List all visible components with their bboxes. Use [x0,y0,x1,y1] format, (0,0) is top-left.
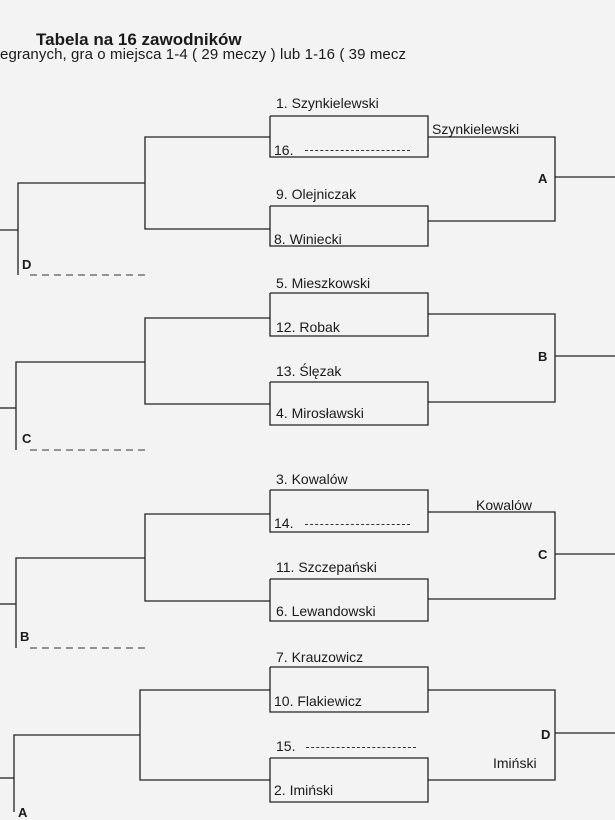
winner-line-2 [428,313,556,403]
match-box-6 [269,578,429,622]
player-2-top: 9. Olejniczak [276,186,357,202]
winner-code-c: C [538,547,548,562]
pair-line-2 [144,317,270,405]
winner-line-3 [428,511,556,600]
empty-slot-line [305,524,410,525]
player-5-bottom: 14. [274,515,294,531]
empty-slot-line [306,747,416,748]
sheet-title: Tabela na 16 zawodników [36,30,242,49]
pair-line-4 [139,689,270,781]
pair-line-1 [144,136,270,230]
loser-code-a: A [18,805,28,820]
empty-slot-line [305,150,410,151]
winner-name-3: Kowalów [476,497,533,513]
winner-line-4 [428,689,556,781]
loser-code-d: D [22,257,32,272]
sheet-subtitle: egranych, gra o miejsca 1-4 ( 29 meczy )… [0,46,407,63]
match-box-3 [269,292,429,337]
winner-code-b: B [538,349,548,364]
loser-line-1 [17,182,145,275]
match-box-2 [269,205,429,247]
loser-code-c: C [22,431,32,446]
player-8-top: 15. [276,738,296,754]
winner-line-1 [428,136,556,222]
player-1-top: 1. Szynkielewski [276,95,379,111]
loser-line-4 [13,734,140,812]
player-7-top: 7. Krauzowicz [276,649,364,665]
player-4-top: 13. Ślęzak [276,363,342,379]
player-3-bottom: 12. Robak [276,319,340,335]
player-4-bottom: 4. Mirosławski [276,405,364,421]
loser-code-b: B [20,629,30,644]
winner-name-4: Imiński [493,755,537,771]
player-7-bottom: 10. Flakiewicz [274,693,362,709]
player-2-bottom: 8. Winiecki [274,231,342,247]
loser-line-3 [15,557,145,648]
player-1-bottom: 16. [274,142,294,158]
winner-code-a: A [538,171,548,186]
match-box-5 [269,489,429,533]
player-6-bottom: 6. Lewandowski [276,603,376,619]
winner-code-d: D [541,727,551,742]
pair-line-3 [144,513,270,602]
match-box-1 [269,115,429,158]
player-5-top: 3. Kowalów [276,471,348,487]
player-3-top: 5. Mieszkowski [276,275,371,291]
match-box-7 [269,666,429,713]
winner-name-1: Szynkielewski [432,121,520,137]
player-6-top: 11. Szczepański [276,559,377,575]
loser-line-2 [15,361,145,450]
player-8-bottom: 2. Imiński [274,782,334,798]
match-box-8 [269,757,429,803]
match-box-4 [269,381,429,426]
